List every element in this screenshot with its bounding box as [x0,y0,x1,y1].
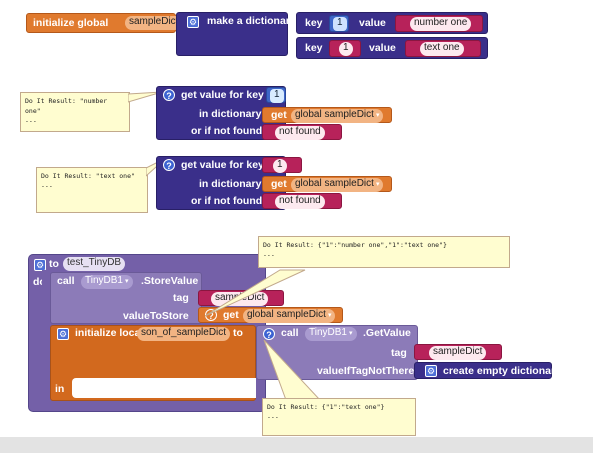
text-block[interactable]: sampleDict [414,344,502,360]
text-block[interactable]: 1 [262,157,302,173]
to-label: to [233,327,243,339]
text-block[interactable]: text one [405,40,481,57]
bubble-pointer [205,269,306,317]
get-value-label: get value for key [181,159,264,171]
text-block[interactable]: number one [395,15,483,32]
global-var-text: global sampleDict [295,109,374,120]
to-label: to [49,258,59,270]
text-field[interactable]: not found [275,195,325,209]
text-field[interactable]: 1 [339,42,353,56]
global-var-text: global sampleDict [247,309,326,320]
number-field[interactable]: 1 [333,17,347,31]
method-label: .GetValue [363,327,411,339]
get-global-block[interactable]: get global sampleDict▾ [262,107,392,123]
bubble-text: Do It Result: "text one" [41,172,135,180]
component-dropdown[interactable]: TinyDB1▾ [81,275,133,289]
value-if-not-there-label: valueIfTagNotThere [317,365,415,377]
bubble-text: Do It Result: {"1":"text one"} [267,403,385,411]
question-icon[interactable]: ? [263,328,275,340]
if-not-found-label: or if not found [191,195,263,207]
global-var-text: global sampleDict [295,178,374,189]
call-getvalue-block[interactable]: ? call TinyDB1▾ .GetValue tag valueIfTag… [256,325,418,380]
do-it-result-bubble: Do It Result: {"1":"number one","1":"tex… [258,236,510,268]
global-var-field[interactable]: global sampleDict▾ [291,109,384,123]
in-dict-label: in dictionary [199,108,262,120]
bubble-pointer [263,340,322,401]
value-label: value [359,17,386,29]
number-block[interactable]: 1 [329,15,349,32]
gear-icon[interactable]: ⚙ [425,365,437,377]
pair-block-1[interactable]: key 1 value number one [296,12,488,34]
text-field[interactable]: 1 [273,159,287,173]
bubble-separator: --- [41,182,53,190]
if-not-found-label: or if not found [191,125,263,137]
local-var-name-field[interactable]: son_of_sampleDict [137,327,231,341]
text-field[interactable]: sampleDict [429,346,487,360]
text-field[interactable]: text one [420,42,464,56]
text-block[interactable]: not found [262,124,342,140]
bubble-text: Do It Result: "number one" [25,97,108,115]
do-it-result-bubble: Do It Result: "number one" --- [20,92,130,132]
do-it-result-bubble: Do It Result: "text one" --- [36,167,148,213]
text-field[interactable]: not found [275,126,325,140]
get-label: get [223,309,239,321]
gear-icon[interactable]: ⚙ [34,259,46,271]
get-global-block[interactable]: get global sampleDict▾ [262,176,392,192]
create-empty-label: create empty dictionary [443,365,561,377]
bubble-separator: --- [263,251,275,259]
component-name: TinyDB1 [309,327,347,338]
global-var-field[interactable]: global sampleDict▾ [243,309,336,323]
value-label: value [369,42,396,54]
local-body-slot [72,378,256,398]
method-label: .StoreValue [141,275,199,287]
in-dict-label: in dictionary [199,178,262,190]
number-block[interactable]: 1 [266,87,286,103]
bubble-text: Do It Result: {"1":"number one","1":"tex… [263,241,447,249]
init-global-block[interactable]: initialize global sampleDict to [26,13,187,33]
dropdown-arrow-icon[interactable]: ▾ [375,112,380,119]
component-dropdown[interactable]: TinyDB1▾ [305,327,357,341]
text-field[interactable]: number one [410,17,472,31]
get-value-label: get value for key [181,89,264,101]
workspace-bottom-bar [0,437,593,453]
make-dict-label: make a dictionary [207,15,296,27]
init-global-label: initialize global [33,17,109,29]
global-var-field[interactable]: global sampleDict▾ [291,178,384,192]
get-global-block[interactable]: ? get global sampleDict▾ [198,307,343,323]
tag-label: tag [173,292,189,304]
create-empty-dict-block[interactable]: ⚙ create empty dictionary [414,362,561,379]
dropdown-arrow-icon[interactable]: ▾ [327,312,332,319]
procedure-name-field[interactable]: test_TinyDB [63,257,126,271]
bubble-separator: --- [267,413,279,421]
text-block[interactable]: not found [262,193,342,209]
get-label: get [271,109,287,121]
bubble-separator: --- [25,117,37,125]
call-storevalue-block[interactable]: call TinyDB1▾ .StoreValue tag valueToSto… [50,272,202,324]
gear-icon[interactable]: ⚙ [57,328,69,340]
dropdown-arrow-icon[interactable]: ▾ [348,330,353,337]
key-label: key [305,42,323,54]
key-label: key [305,17,323,29]
component-name: TinyDB1 [85,275,123,286]
in-label: in [55,383,65,395]
call-label: call [57,275,75,287]
make-dictionary-block[interactable]: ⚙ make a dictionary [176,12,296,56]
bubble-pointer [128,91,163,103]
question-icon[interactable]: ? [163,89,175,101]
text-block[interactable]: 1 [329,40,361,57]
tag-label: tag [391,347,407,359]
dropdown-arrow-icon[interactable]: ▾ [124,278,129,285]
number-field[interactable]: 1 [270,89,284,103]
call-label: call [281,327,299,339]
do-it-result-bubble: Do It Result: {"1":"text one"} --- [262,398,416,436]
global-var-name-field[interactable]: sampleDict [125,16,183,30]
get-label: get [271,178,287,190]
question-icon[interactable]: ? [163,159,175,171]
gear-icon[interactable]: ⚙ [187,16,199,28]
dropdown-arrow-icon[interactable]: ▾ [375,181,380,188]
pair-block-2[interactable]: key 1 value text one [296,37,488,59]
init-local-label: initialize local [75,327,144,339]
value-to-store-label: valueToStore [123,310,189,322]
